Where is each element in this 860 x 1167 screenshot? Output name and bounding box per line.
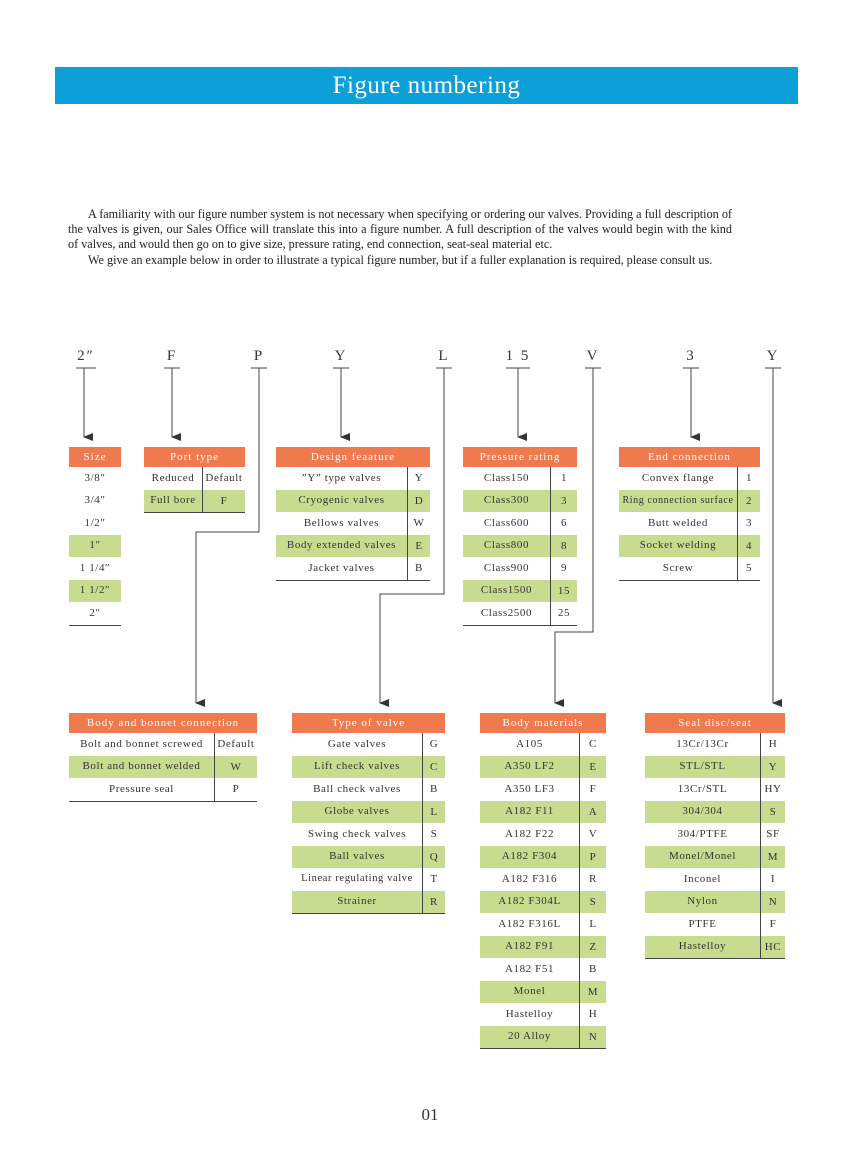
valve-type-table-header: Type of valve <box>292 713 445 733</box>
arrow-body-bonnet <box>195 368 260 707</box>
arrow-body-material <box>554 368 594 707</box>
code-body-material: V <box>586 348 600 364</box>
code-pressure-rating: 1 5 <box>505 348 531 364</box>
table-row: 1 1/4″ <box>79 561 111 574</box>
code-end-connection: 3 <box>686 348 696 364</box>
table-row: 3/4″ <box>84 494 106 507</box>
seal-table-header: Seal disc/seat <box>645 713 785 733</box>
page-number: 01 <box>421 1105 439 1124</box>
port-type-table-header: Port type <box>144 447 245 467</box>
table-row: 1/2″ <box>84 516 106 529</box>
intro-paragraph-2: We give an example below in order to ill… <box>88 252 713 267</box>
code-size: 2″ <box>77 348 95 364</box>
size-table-header: Size <box>69 447 121 467</box>
end-connection-table-header: End connection <box>619 447 760 467</box>
table-row: 1″ <box>69 534 121 557</box>
code-design-feature: Y <box>334 348 348 364</box>
body-bonnet-table: Body and bonnet connection Bolt and bonn… <box>69 713 257 802</box>
intro-paragraph-1: A familiarity with our figure number sys… <box>68 207 732 252</box>
body-bonnet-table-header: Body and bonnet connection <box>69 713 257 733</box>
table-row: 1 1/2″ <box>69 579 121 602</box>
code-seal: Y <box>766 348 780 364</box>
code-port-type: F <box>166 348 178 364</box>
pressure-rating-table-header: Pressure rating <box>463 447 577 467</box>
design-feature-table-header: Design feaature <box>276 447 430 467</box>
table-row: 2″ <box>69 602 121 626</box>
code-valve-type: L <box>438 348 450 364</box>
table-row: 3/8″ <box>84 471 106 484</box>
body-materials-table-header: Body materials <box>480 713 606 733</box>
intro-text: A familiarity with our figure number sys… <box>68 207 732 268</box>
page-title: Figure numbering <box>55 67 798 104</box>
arrow-valve-type <box>379 368 445 707</box>
code-body-bonnet: P <box>253 348 265 364</box>
size-table: Size 3/8″ 3/4″ 1/2″ 1″ 1 1/4″ 1 1/2″ 2″ <box>69 447 121 626</box>
